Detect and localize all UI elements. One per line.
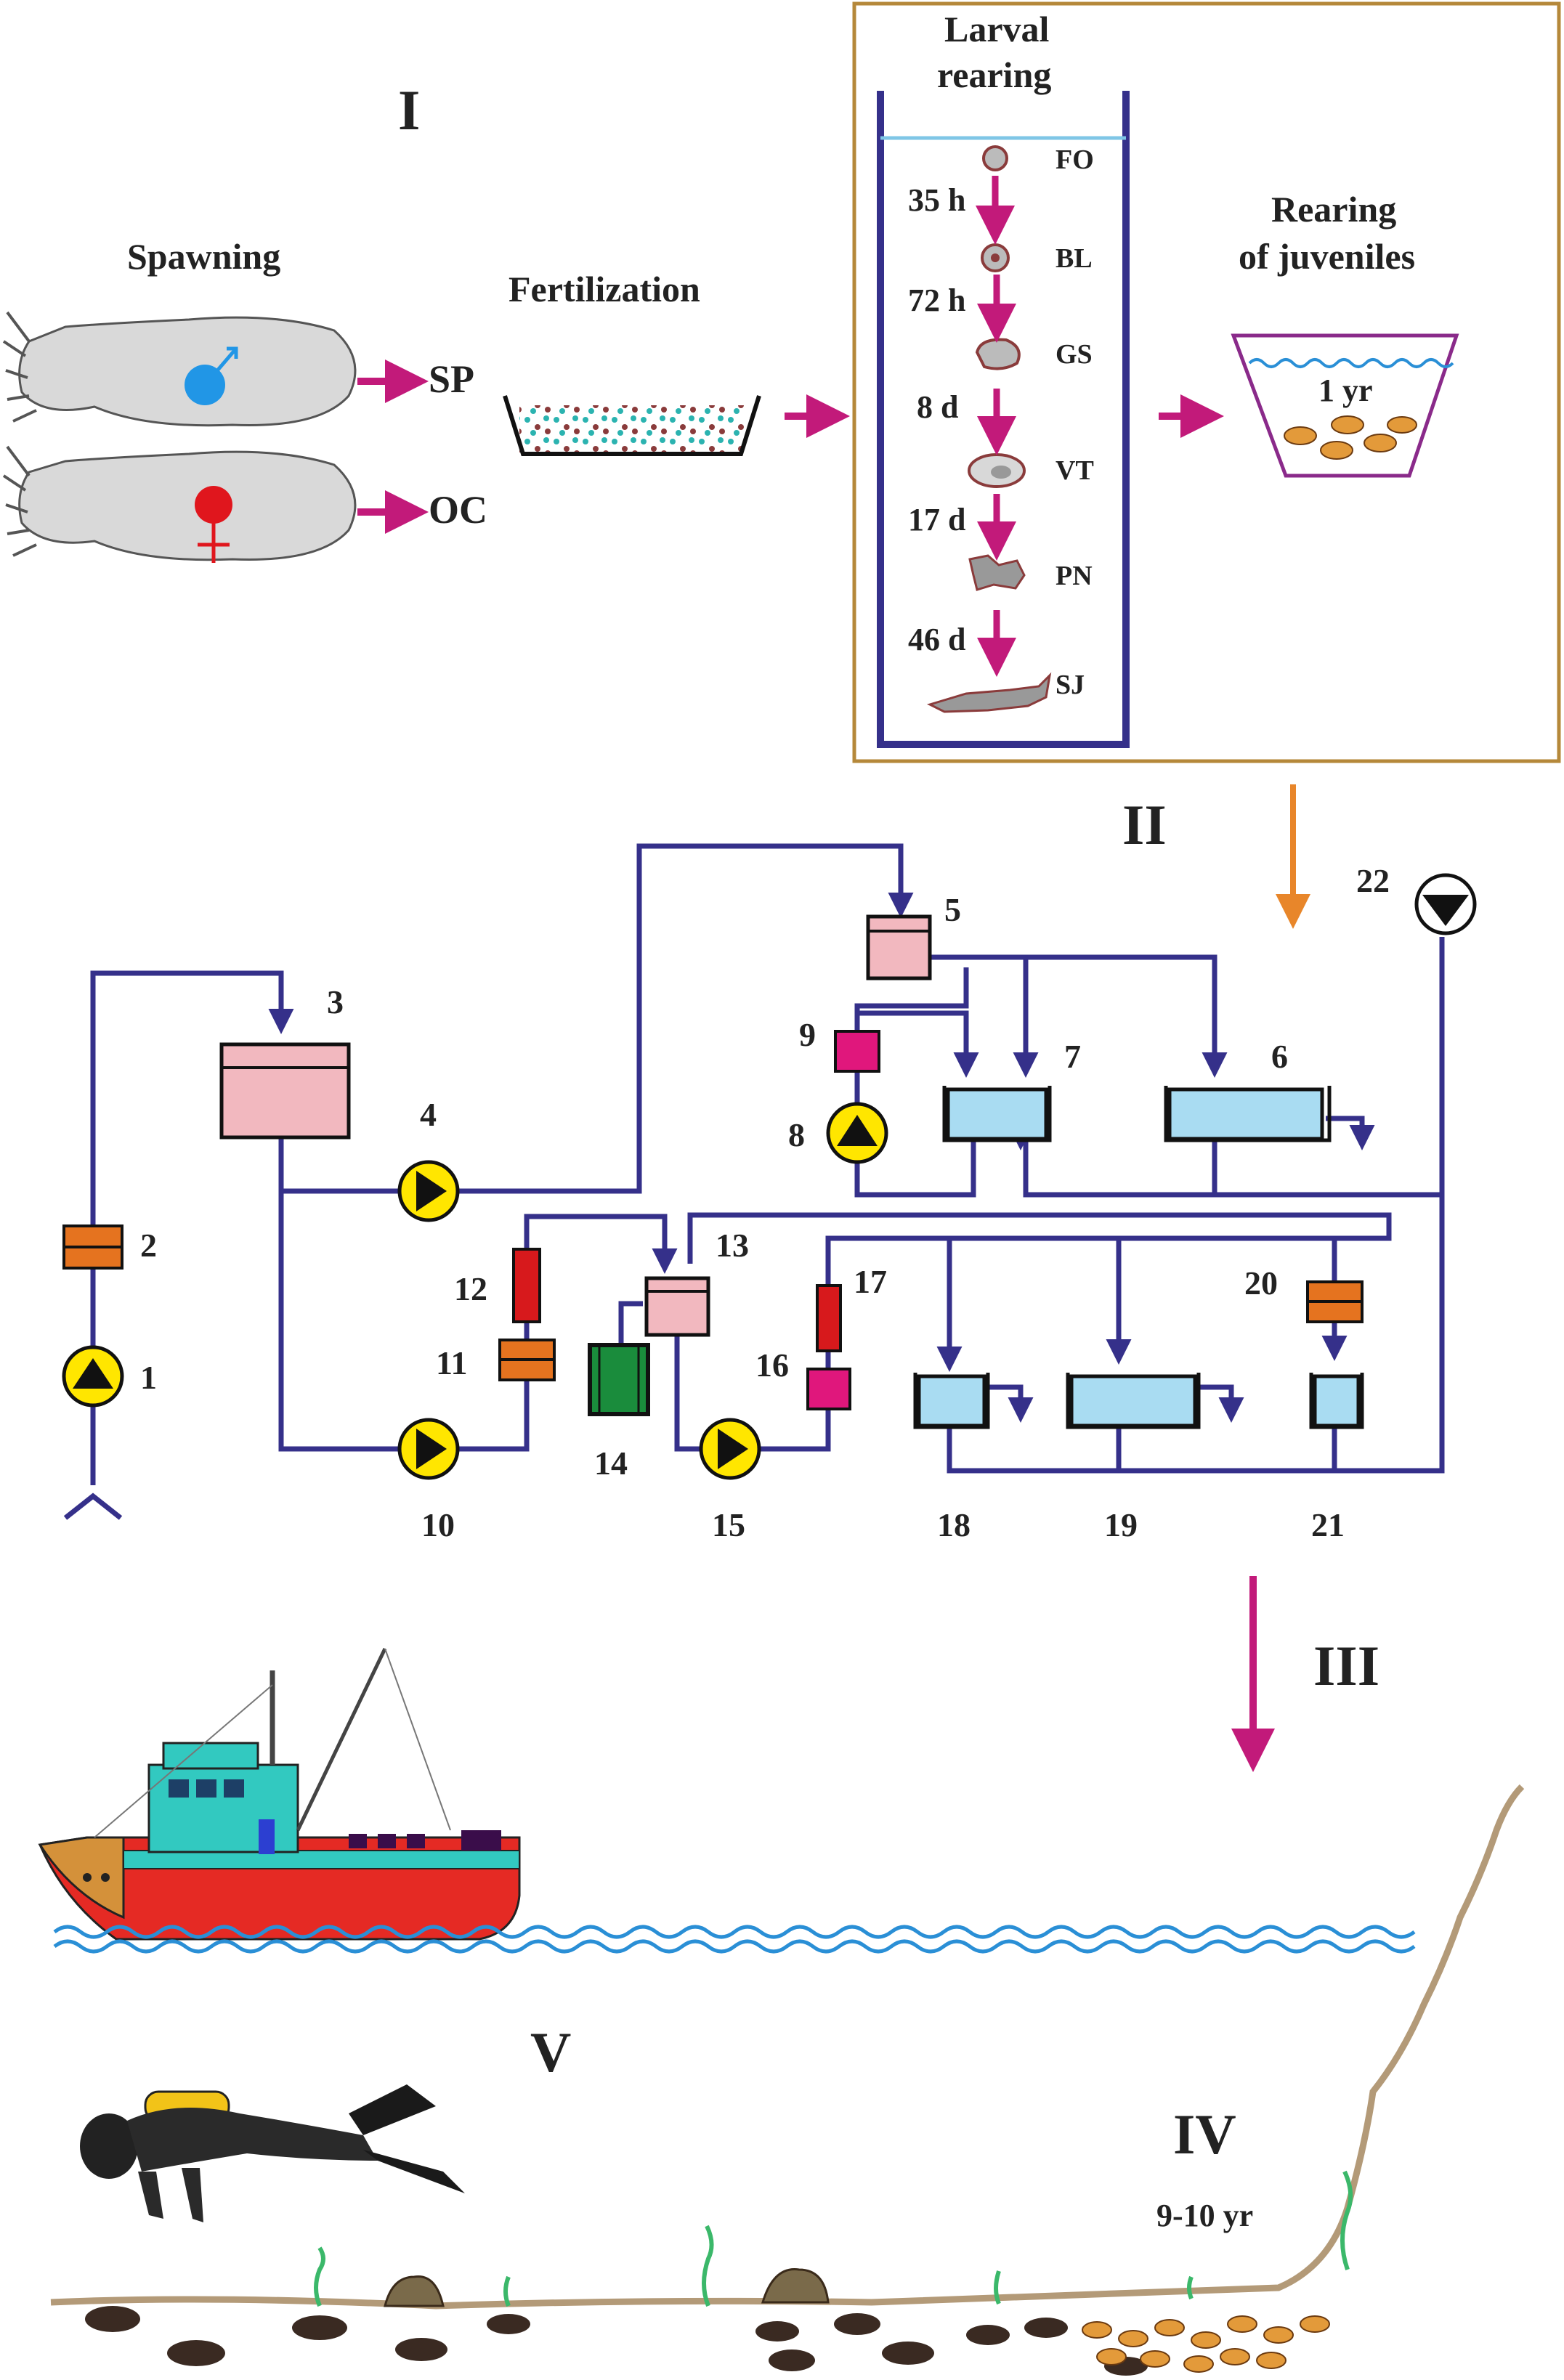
doser-9 bbox=[834, 1030, 880, 1073]
pump-4 bbox=[397, 1160, 460, 1222]
label-12: 12 bbox=[454, 1270, 487, 1307]
scuba-diver bbox=[80, 2084, 465, 2222]
stage-sj-shape bbox=[926, 672, 1052, 713]
female-gonad bbox=[195, 486, 232, 524]
label-22: 22 bbox=[1356, 862, 1390, 899]
label-13: 13 bbox=[716, 1227, 749, 1264]
male-sea-cucumber bbox=[2, 311, 357, 427]
stage-fo-shape bbox=[982, 145, 1008, 171]
section-label-I: I bbox=[398, 78, 420, 142]
label-21: 21 bbox=[1311, 1506, 1345, 1543]
interval-3: 8 d bbox=[917, 389, 958, 425]
seabed-juveniles bbox=[1082, 2315, 1330, 2373]
stage-pn: PN bbox=[1056, 561, 1093, 591]
stage-fo: FO bbox=[1056, 145, 1094, 175]
label-8: 8 bbox=[788, 1116, 805, 1153]
tank-3 bbox=[219, 1042, 351, 1140]
pump-10 bbox=[397, 1418, 460, 1480]
spawning-title: Spawning bbox=[127, 236, 280, 277]
label-1: 1 bbox=[140, 1359, 157, 1396]
stage-sj: SJ bbox=[1056, 670, 1085, 700]
fertilization-title: Fertilization bbox=[508, 269, 700, 309]
male-gonad bbox=[185, 365, 225, 405]
section-label-IV: IV bbox=[1173, 2103, 1236, 2166]
tank-19 bbox=[1069, 1374, 1197, 1428]
label-5: 5 bbox=[944, 891, 961, 928]
label-20: 20 bbox=[1244, 1264, 1278, 1301]
tank-13 bbox=[644, 1276, 710, 1337]
label-10: 10 bbox=[421, 1506, 455, 1543]
pipes bbox=[63, 843, 1445, 1520]
label-19: 19 bbox=[1104, 1506, 1138, 1543]
juvenile-animals bbox=[1284, 415, 1417, 460]
interval-4: 17 d bbox=[908, 502, 965, 537]
fishing-boat bbox=[38, 1647, 521, 1941]
valve-22 bbox=[1414, 873, 1477, 935]
tank-21 bbox=[1313, 1374, 1361, 1428]
male-symbol-icon bbox=[213, 346, 238, 375]
label-4: 4 bbox=[420, 1096, 437, 1133]
sp-label: SP bbox=[429, 357, 474, 401]
label-15: 15 bbox=[712, 1506, 745, 1543]
section-label-III: III bbox=[1313, 1634, 1379, 1697]
pump-15 bbox=[699, 1418, 761, 1480]
seabed-duration: 9-10 yr bbox=[1156, 2198, 1253, 2233]
oc-label: OC bbox=[429, 488, 487, 532]
juveniles-duration: 1 yr bbox=[1318, 373, 1373, 408]
larval-title-line2: rearing bbox=[937, 54, 1051, 95]
heater-12 bbox=[512, 1248, 541, 1323]
juveniles-title-line2: of juveniles bbox=[1239, 236, 1415, 277]
label-9: 9 bbox=[799, 1016, 816, 1053]
stage-bl: BL bbox=[1056, 243, 1093, 274]
pump-1 bbox=[62, 1345, 124, 1408]
female-sea-cucumber bbox=[2, 445, 357, 563]
larval-rearing-frame bbox=[852, 1, 1561, 763]
sea-surface bbox=[53, 1925, 1416, 1954]
doser-16 bbox=[806, 1368, 851, 1410]
tank-18 bbox=[917, 1374, 986, 1428]
interval-1: 35 h bbox=[908, 182, 965, 218]
label-16: 16 bbox=[755, 1347, 789, 1384]
label-11: 11 bbox=[436, 1344, 467, 1381]
fertilization-dish bbox=[503, 395, 761, 456]
seaweed bbox=[314, 2170, 1353, 2307]
label-6: 6 bbox=[1271, 1038, 1288, 1075]
label-17: 17 bbox=[854, 1263, 887, 1300]
stage-gs: GS bbox=[1056, 339, 1093, 370]
tank-7 bbox=[946, 1087, 1048, 1141]
larval-title-line1: Larval bbox=[944, 9, 1050, 49]
interval-2: 72 h bbox=[908, 283, 965, 318]
heater-17 bbox=[816, 1284, 842, 1352]
stage-vt: VT bbox=[1056, 455, 1094, 486]
seabed-sea-cucumbers bbox=[85, 2306, 1148, 2376]
interval-5: 46 d bbox=[908, 622, 965, 657]
female-symbol-icon bbox=[198, 523, 230, 563]
tank-5 bbox=[866, 914, 932, 980]
rocks bbox=[384, 2268, 830, 2307]
section-label-V: V bbox=[530, 2020, 571, 2084]
stage-gs-shape bbox=[975, 338, 1021, 370]
label-3: 3 bbox=[327, 983, 344, 1020]
section-label-II: II bbox=[1122, 793, 1167, 856]
label-14: 14 bbox=[594, 1445, 628, 1482]
label-7: 7 bbox=[1064, 1038, 1081, 1075]
larval-tank bbox=[877, 91, 1130, 748]
juveniles-title-line1: Rearing bbox=[1271, 189, 1396, 230]
pump-8 bbox=[826, 1102, 888, 1164]
label-2: 2 bbox=[140, 1227, 157, 1264]
label-18: 18 bbox=[937, 1506, 971, 1543]
tank-6 bbox=[1167, 1087, 1324, 1141]
stage-pn-shape bbox=[968, 554, 1026, 591]
